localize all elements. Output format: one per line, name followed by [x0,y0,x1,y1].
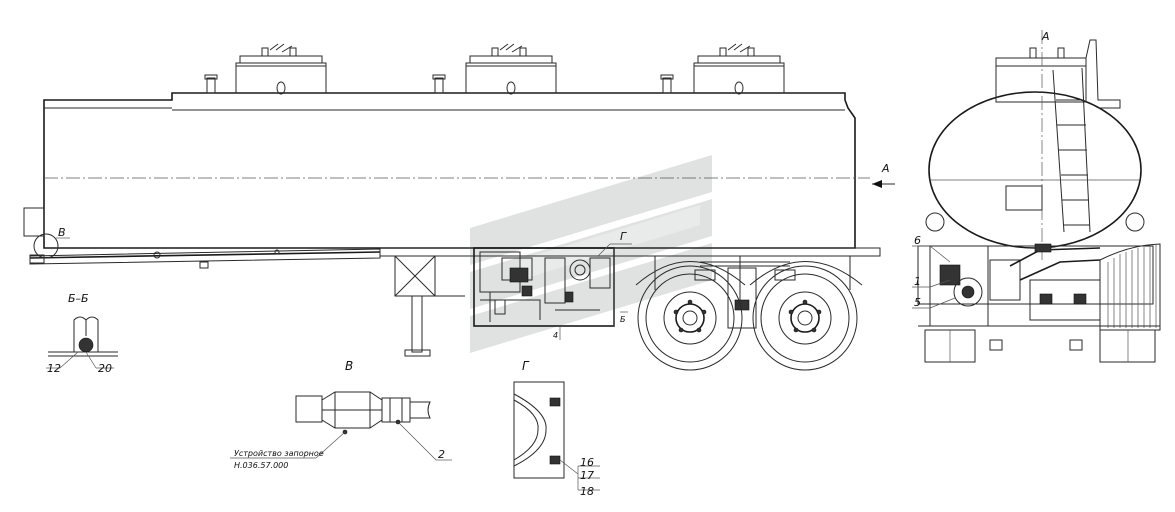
callout-g-main: Г [620,230,627,243]
view-arrow-a: А [872,162,895,188]
manhole-3 [660,43,785,95]
section-bb-12: 12 [47,362,61,375]
wheel-front [637,265,743,371]
detail-v-device-name: Устройство запорное [234,449,324,458]
section-bb-20: 20 [98,362,112,375]
detail-4-label: 4 [553,331,558,340]
section-bb: Б–Б 12 20 [46,292,118,375]
detail-g: Г 16 17 18 [513,359,600,498]
rear-view: А [912,30,1161,363]
view-a-arrow-label: А [881,162,890,175]
callout-v-main: В [58,226,66,239]
wheel-rear [752,265,858,371]
watermark-logo [470,155,712,353]
detail-g-16: 16 [580,456,594,469]
detail-g-18: 18 [580,485,594,498]
ladder [1052,39,1121,233]
manhole-1 [204,43,327,95]
detail-v-2: 2 [438,448,445,461]
tank-body [23,92,870,249]
detail-v: В Устройство запорное Н.036.57.000 2 [230,359,452,470]
detail-v-device-code: Н.036.57.000 [234,461,288,470]
support-leg [395,295,465,357]
rear-hatch [1099,243,1161,331]
chassis-frame [29,233,881,297]
pump-cabinet [473,247,628,340]
manhole-2 [432,43,557,95]
view-a-top-label: А [1041,30,1050,43]
section-b-mark: Б [620,315,626,324]
section-bb-title: Б–Б [68,292,89,305]
rear-label-1: 1 [914,275,921,288]
rear-label-6: 6 [914,234,921,247]
rear-label-5: 5 [914,296,921,309]
wheel-arches [635,261,863,286]
detail-g-title: Г [522,359,530,373]
detail-v-title: В [345,359,353,373]
detail-g-17: 17 [580,469,594,482]
